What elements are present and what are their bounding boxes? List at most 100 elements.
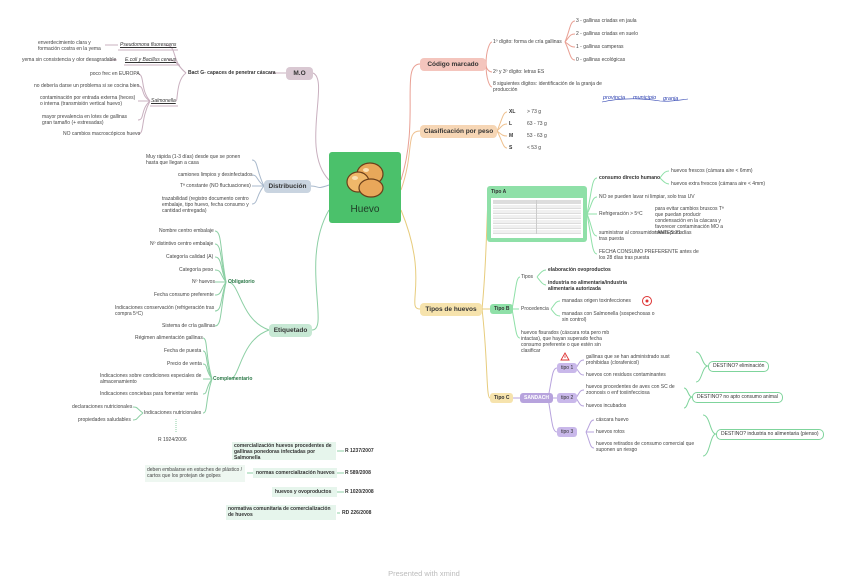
mo-pseudomona[interactable]: Pseudomona fluorescens [120, 42, 177, 48]
mo-sal-note-1[interactable]: poco frec en EUROPA [90, 71, 140, 77]
b-industria[interactable]: industria no alimentaria/industria alime… [548, 280, 627, 292]
a-refrig-note[interactable]: para evitar cambios bruscos Tª que pueda… [655, 206, 724, 236]
a-fecha[interactable]: FECHA CONSUMO PREFERENTE antes de los 28… [599, 249, 699, 261]
etq-oblig-8[interactable]: Sistema de cría gallinas [162, 323, 216, 329]
etq-oblig-7[interactable]: Indicaciones conservación (refrigeración… [115, 305, 215, 317]
cod-digit23[interactable]: 2º y 3º dígito: letras ES [493, 69, 545, 75]
tipo-c-label[interactable]: Tipo C [490, 393, 514, 403]
reg-code-2[interactable]: R 589/2008 [345, 470, 371, 476]
etq-oblig-1[interactable]: Nombre centro embalaje [159, 228, 214, 234]
cod-rest[interactable]: 8 siguientes dígitos: identificación de … [493, 81, 602, 93]
etq-oblig-5[interactable]: Nº huevos [192, 279, 215, 285]
topic-mo[interactable]: M.O [286, 67, 313, 80]
reg-code-3[interactable]: R 1020/2008 [345, 489, 374, 495]
eggs-icon [346, 162, 384, 198]
reg-box-3[interactable]: huevos y ovoproductos [272, 487, 337, 497]
etq-oblig-6[interactable]: Fecha consumo preferente [154, 292, 214, 298]
c-t3a[interactable]: cáscara huevo [596, 417, 629, 423]
b-tipos[interactable]: Tipos [521, 274, 534, 280]
c-tipo1[interactable]: tipo 1 [557, 363, 578, 373]
reg-code-4[interactable]: RD 226/2008 [342, 510, 372, 516]
etq-comp-3[interactable]: Precio de venta [167, 361, 202, 367]
c-t2b[interactable]: huevos incubados [586, 403, 627, 409]
c-destino-2[interactable]: DESTINO? no apto consumo animal [692, 392, 783, 403]
etq-oblig-2[interactable]: Nº distintivo centro embalaje [150, 241, 214, 247]
c-destino-1[interactable]: DESTINO? eliminación [708, 361, 770, 372]
clas-range-s[interactable]: < 53 g [527, 145, 542, 151]
clas-range-m[interactable]: 53 - 63 g [527, 133, 547, 139]
c-tipo3[interactable]: tipo 3 [557, 427, 578, 437]
central-topic[interactable]: Huevo [329, 152, 401, 223]
dist-item-1[interactable]: Muy rápida (1-3 días) desde que se ponen… [146, 154, 241, 166]
etq-declaraciones[interactable]: declaraciones nutricionales [72, 404, 133, 410]
etq-comp-6[interactable]: Indicaciones nutricionales [144, 410, 202, 416]
tipo-b-label[interactable]: Tipo B [490, 304, 514, 314]
cod-digit1[interactable]: 1º dígito: forma de cría gallinas [493, 39, 562, 45]
cod-digit1-2[interactable]: 2 - gallinas criadas en suelo [576, 31, 638, 37]
topic-codigo-marcado[interactable]: Código marcado [420, 58, 486, 71]
a-consumo[interactable]: consumo directo humano [599, 175, 661, 181]
reg-box-2[interactable]: normas comercialización huevos [253, 468, 337, 478]
dist-item-3[interactable]: Tª constante (NO fluctuaciones) [180, 183, 251, 189]
b-procedencia[interactable]: Procedencia [521, 306, 549, 312]
topic-clasificacion-peso[interactable]: Clasificación por peso [420, 125, 497, 138]
reg-code-1[interactable]: R 1237/2007 [345, 448, 374, 454]
b-proc-2[interactable]: manadas con Salmonella (sospechosas o si… [562, 311, 655, 323]
b-fisurados[interactable]: huevos fisurados (cáscara rota pero mb i… [521, 330, 610, 354]
sandach-label[interactable]: SANDACH [520, 393, 553, 403]
etq-comp-1[interactable]: Régimen alimentación gallinas [135, 335, 203, 341]
mo-ecoli[interactable]: E.coli y Bacillus cereus [125, 57, 177, 63]
c-t3c[interactable]: huevos retirados de consumo comercial qu… [596, 441, 695, 453]
c-tipo2[interactable]: tipo 2 [557, 393, 578, 403]
mo-ecoli-note[interactable]: yema sin consistencia y olor desagradabl… [22, 57, 117, 63]
a-refrig[interactable]: Refrigeración > 5ºC [599, 211, 643, 217]
b-proc-1[interactable]: manadas origen toxinfecciones [562, 298, 631, 304]
etq-oblig-3[interactable]: Categoría calidad (A) [166, 254, 214, 260]
mo-sal-note-5[interactable]: NO cambios macroscópicos huevo [63, 131, 141, 137]
etq-r1924[interactable]: R 1924/2006 [158, 437, 187, 443]
reg-box-1[interactable]: comercialización huevos procedentes de g… [232, 442, 336, 461]
mo-bact-label[interactable]: Bact G- capaces de penetrar cáscara [188, 70, 276, 76]
topic-distribucion[interactable]: Distribución [264, 180, 311, 193]
c-t1a[interactable]: gallinas que se han administrado sust pr… [586, 354, 670, 366]
etq-obligatorio[interactable]: Obligatorio [228, 279, 255, 285]
etq-comp-4[interactable]: Indicaciones sobre condiciones especiale… [100, 373, 202, 385]
reg-box-4[interactable]: normativa comunitaria de comercializació… [226, 505, 336, 520]
clas-size-l[interactable]: L [509, 121, 513, 127]
etq-comp-2[interactable]: Fecha de puesta [164, 348, 202, 354]
c-t1b[interactable]: huevos con residuos contaminantes [586, 372, 666, 378]
dist-item-4[interactable]: trazabilidad (registro documento centro … [162, 196, 249, 214]
a-extra[interactable]: huevos extra frescos (cámara aire < 4mm) [671, 181, 766, 187]
b-elab[interactable]: elaboración ovoproductos [548, 267, 611, 273]
cod-digit1-0[interactable]: 0 - gallinas ecológicas [576, 57, 626, 63]
a-nolavar[interactable]: NO se pueden lavar ni limpiar, solo tras… [599, 194, 695, 200]
a-suministrar[interactable]: suministrar al consumidor ANTES 21 días … [599, 230, 692, 242]
etq-oblig-4[interactable]: Categoría peso [179, 267, 214, 273]
mo-sal-note-4[interactable]: mayor prevalencia en lotes de gallinas g… [42, 114, 128, 126]
cod-digit1-1[interactable]: 1 - gallinas camperas [576, 44, 624, 50]
reg-note-box[interactable]: deben embalarse en estuches de plástico … [145, 465, 245, 482]
c-destino-3-text: DESTINO? industria no alimentaria (piens… [721, 431, 819, 437]
c-destino-3[interactable]: DESTINO? industria no alimentaria (piens… [716, 429, 824, 440]
clas-range-xl[interactable]: > 73 g [527, 109, 542, 115]
c-t3b[interactable]: huevos rotos [596, 429, 625, 435]
topic-etiquetado[interactable]: Etiquetado [269, 324, 312, 337]
clas-range-l[interactable]: 63 - 73 g [527, 121, 547, 127]
dist-item-2[interactable]: camiones limpios y desinfectados [178, 172, 253, 178]
tipo-a-box[interactable]: Tipo A [487, 186, 587, 242]
clas-size-s[interactable]: S [509, 145, 513, 151]
topic-tipos-huevos[interactable]: Tipos de huevos [420, 303, 482, 316]
clas-size-xl[interactable]: XL [509, 109, 516, 115]
c-t2a[interactable]: huevos procedentes de aves con SC de zoo… [586, 384, 675, 396]
mo-sal-note-2[interactable]: no debería darse un problema si se cocin… [34, 83, 140, 89]
cod-digit1-3[interactable]: 3 - gallinas criadas en jaula [576, 18, 637, 24]
mo-pseudomona-note[interactable]: enverdecimiento clara y formación costra… [38, 40, 101, 52]
etq-propiedades[interactable]: propiedades saludables [78, 417, 131, 423]
hand-underline-icon [601, 98, 689, 103]
mo-salmonella[interactable]: Salmonella [151, 98, 176, 104]
clas-size-m[interactable]: M [509, 133, 514, 139]
mo-sal-note-3[interactable]: contaminación por entrada externa (heces… [40, 95, 136, 107]
a-frescos[interactable]: huevos frescos (cámara aire < 6mm) [671, 168, 753, 174]
etq-complementario[interactable]: Complementario [213, 376, 253, 382]
etq-comp-5[interactable]: Indicaciones conciebas para fomentar ven… [100, 391, 198, 397]
